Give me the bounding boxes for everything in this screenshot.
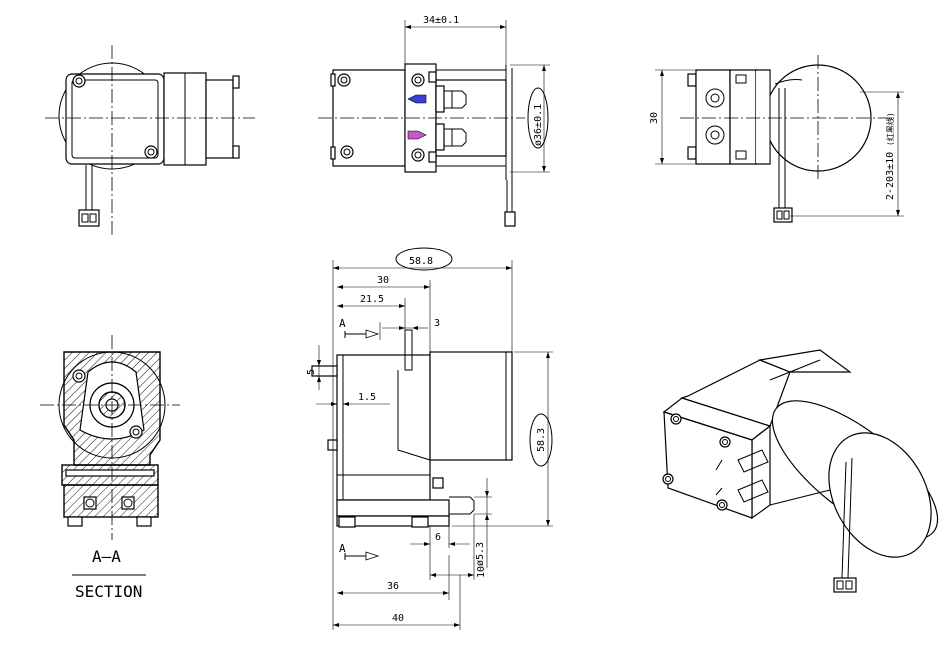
dim-10: 10 [476, 566, 487, 578]
wire-note: (红黑线) [885, 112, 895, 146]
dim-5: 5 [306, 369, 317, 375]
dim-21-5: 21.5 [360, 294, 384, 305]
screw-icon [144, 145, 158, 159]
screw-icon [337, 73, 351, 87]
screw-icon [72, 369, 86, 383]
screw-icon [129, 425, 143, 439]
outlet-arrow-icon [407, 130, 427, 140]
dim-width: 34±0.1 [423, 15, 459, 26]
screw-icon [411, 73, 425, 87]
screw-icon [340, 145, 354, 159]
screw-icon [662, 473, 674, 485]
top-middle-view: 34±0.1 ø36±0.1 [318, 15, 550, 227]
inlet-arrow-icon [407, 94, 427, 104]
dim-diameter-5-3: ø5.3 [475, 542, 486, 566]
front-view: 58.8 30 21.5 A 3 5 1. [306, 247, 553, 630]
dim-overall-length: 58.8 [409, 256, 433, 267]
dim-40: 40 [392, 613, 404, 624]
dim-wire-length: 2-203±10 [885, 152, 896, 200]
dim-1-5: 1.5 [358, 392, 376, 403]
screw-icon [670, 413, 682, 425]
screw-icon [411, 148, 425, 162]
dim-3: 3 [434, 318, 440, 329]
section-mark-bottom: A [339, 542, 346, 555]
top-right-view: 30 2-203±10 (红黑线) [649, 55, 904, 223]
dim-6: 6 [435, 532, 441, 543]
dim-diameter: ø36±0.1 [533, 104, 544, 146]
section-caption: SECTION [75, 582, 142, 601]
section-label: A—A [92, 547, 121, 566]
dim-36: 36 [387, 581, 399, 592]
screw-icon [72, 74, 86, 88]
screw-icon [719, 436, 731, 448]
dim-height: 30 [649, 112, 660, 124]
screw-icon [716, 499, 728, 511]
dim-height-58-3: 58.3 [536, 428, 547, 452]
top-left-view [45, 45, 255, 235]
section-view: A—A SECTION [40, 335, 180, 601]
section-mark-top: A [339, 317, 346, 330]
isometric-view [662, 349, 939, 593]
dim-30: 30 [377, 275, 389, 286]
